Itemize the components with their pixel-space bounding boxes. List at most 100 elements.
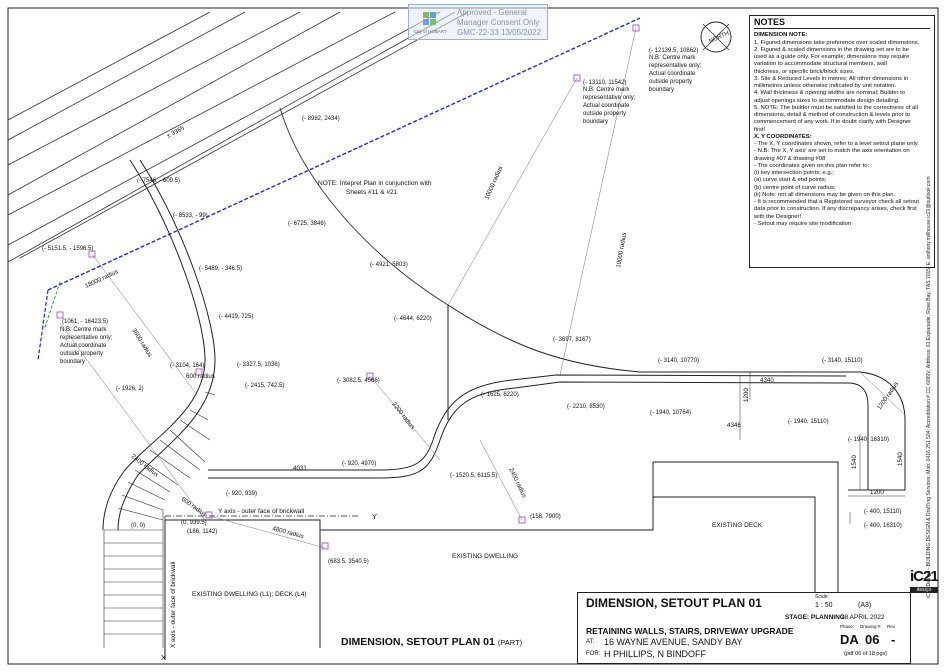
coord-label: (- 4921, 5803) <box>370 262 408 268</box>
brand-logo: iC21 design <box>910 568 939 608</box>
coord-label: (- 920, 939) <box>226 491 257 497</box>
notes-line: - N.B: The X, Y axis' are set to match t… <box>754 148 910 155</box>
centre-note-c-line: outside property <box>60 351 103 357</box>
coord-label: (- 4419, 725) <box>219 314 253 320</box>
centre-note-a-line: outside property <box>583 111 626 117</box>
radius-label: 600 radius <box>180 496 208 518</box>
centre-note-c-line: Actual coordinate <box>60 343 107 349</box>
green-boundary-tick <box>43 281 61 331</box>
notes-line: commencement of any work. If in doubt cl… <box>754 119 912 126</box>
notes-line: DIMENSION NOTE: <box>754 32 808 39</box>
notes-line: with the Designer! <box>754 213 802 220</box>
dimension-label: 1200 <box>870 489 884 496</box>
dimension-labels: 4340 1200 4346 1540 1540 1200 4031 <box>293 377 904 496</box>
tb-date: 28 APRIL 2022 <box>841 614 885 621</box>
coord-label: (- 5489, - 346.5) <box>199 266 242 272</box>
main-title-suffix: (PART) <box>497 638 523 647</box>
centre-note-a-line: N.B: Centre mark <box>583 87 630 93</box>
label-existing-deck: EXISTING DECK <box>712 522 763 529</box>
coord-label: (158, 7900) <box>530 514 561 520</box>
coord-label: (- 400, 16310) <box>864 523 902 529</box>
centre-note-a-line: boundary <box>583 119 608 125</box>
tb-rev: - <box>891 632 896 647</box>
stair-treads <box>103 391 216 648</box>
notes-line: X, Y COORDINATES: <box>754 133 812 140</box>
radius-label: 10000 radius <box>615 232 628 268</box>
tb-sheet-size: (A3) <box>858 602 872 609</box>
stamp-logo-text: City of HOBART <box>414 29 447 34</box>
brand-sub: design <box>910 587 938 593</box>
centre-note-b-line: outside property <box>649 79 692 85</box>
dimension-label: 4340 <box>760 377 774 384</box>
notes-line: - The X, Y coordinates shown, refer to a… <box>754 141 919 147</box>
main-title-text: DIMENSION, SETOUT PLAN 01 <box>341 636 495 648</box>
coord-label: (- 2415, 742.5) <box>245 383 284 389</box>
radius-label: 2200 radius <box>390 401 415 431</box>
coord-label: (186, 1142) <box>187 529 217 535</box>
coord-label: (- 3082.5, 4566) <box>337 378 380 384</box>
centre-note-c-line: N.B: Centre mark <box>60 327 107 333</box>
brand-logo-text: iC21 <box>910 568 939 585</box>
coord-label: (- 3140, 10770) <box>658 358 699 364</box>
notes-line: (ii) Note: not all dimensions may be giv… <box>754 191 896 198</box>
coord-label: (- 3104, 164) <box>170 363 204 369</box>
coord-label: (- 400, 15110) <box>864 509 901 515</box>
centre-note-a: N.B: Centre mark representative only; Ac… <box>583 87 636 125</box>
notes-line: used as a guide only. For example; dimen… <box>754 54 910 60</box>
plan-note-line2: Sheets #11 & #21 <box>346 189 398 196</box>
coord-label: (- 6725, 3846) <box>288 221 326 227</box>
designer-side-text: iC21 Design - BUILDING DESIGN & DrafTing… <box>926 176 932 599</box>
notes-line: adjust openings sizes to accommodate des… <box>754 97 900 104</box>
stamp-line3: GMC-22-33 13/05/2022 <box>457 28 542 37</box>
radius-label: 1200 radius <box>876 381 900 412</box>
property-boundary-line-lower <box>37 289 49 361</box>
coord-label: (- 1625, 6220) <box>481 392 519 398</box>
notes-line: - The coordinates given on this plan ref… <box>754 162 870 169</box>
driveway-walls <box>208 304 906 491</box>
label-x: X <box>161 653 166 662</box>
coord-label: (0, 0) <box>131 523 145 529</box>
radius-label: 600 radius <box>186 373 215 380</box>
notes-line: 3. Site & Reduced Levels in metres; All … <box>754 75 909 82</box>
centre-note-b-line: Actual coordinate <box>649 71 696 77</box>
radius-label: 2400 radius <box>507 467 527 499</box>
dimension-lines <box>739 372 905 524</box>
coord-label: (- 3327.5, 1036) <box>237 362 280 368</box>
label-y-axis: Y axis - outer face of brickwall <box>218 508 305 515</box>
radius-label: 4800 radius <box>271 525 304 540</box>
approval-stamp: City of HOBART Approved - General Manage… <box>408 4 548 40</box>
coord-label: (- 5151.5, - 1596.5) <box>42 246 93 252</box>
coord-label: (- 7546, - 609.5) <box>137 178 180 184</box>
tb-scale-label: Scale: <box>815 594 829 600</box>
tb-title: DIMENSION, SETOUT PLAN 01 <box>586 596 762 610</box>
coord-label: (1061, - 16423.5) <box>62 319 108 325</box>
coord-label: (0, 939.5) <box>181 520 207 526</box>
coord-label: (- 920, 4970) <box>342 461 376 467</box>
notes-line: 1. Figured dimensions take preference ov… <box>754 39 920 46</box>
notes-line: thickness, or specific brick/block sizes… <box>754 68 855 75</box>
coord-label: (- 13110, 11542) <box>583 80 626 86</box>
notes-line: drawing #07 & drawing #08 <box>754 155 826 162</box>
coord-label: (- 8982, 2434) <box>302 116 340 122</box>
dimension-label: 4346 <box>727 422 741 429</box>
notes-line: (a) curve start & end points; <box>754 177 827 184</box>
dimension-label: 4031 <box>293 465 307 472</box>
coord-label: (- 3140, 15110) <box>822 358 863 364</box>
notes-line: first! <box>754 126 766 133</box>
notes-line: data prior to construction. If any discr… <box>754 206 917 213</box>
property-boundary-line <box>47 17 641 291</box>
notes-line: 5. NOTE: The builder must be satisfied t… <box>754 104 918 111</box>
centre-note-b-line: boundary <box>649 87 674 93</box>
label-existing-dwelling-l1: EXISTING DWELLING (L1); DECK (L4) <box>192 591 307 598</box>
centre-note-c: N.B: Centre mark representative only; Ac… <box>60 327 113 365</box>
notes-line: variation to accommodate structural memb… <box>754 61 887 68</box>
tb-drawing-label: Drawing #: <box>860 624 882 629</box>
tb-phase: DA <box>840 632 859 647</box>
plan-note-line1: NOTE: Intepret Plan in conjunction with <box>318 180 432 187</box>
label-y: Y <box>372 512 377 521</box>
coord-label: (- 12139.5, 10862) <box>649 48 698 54</box>
title-block: DIMENSION, SETOUT PLAN 01 Scale: 1 : 50 … <box>577 592 911 664</box>
tb-pdf: (pdf 06 of 18 pgs) <box>844 651 888 657</box>
tb-for-label: FOR: <box>586 651 601 657</box>
label-x-axis: X axis - outer face of brickwall <box>170 561 177 648</box>
